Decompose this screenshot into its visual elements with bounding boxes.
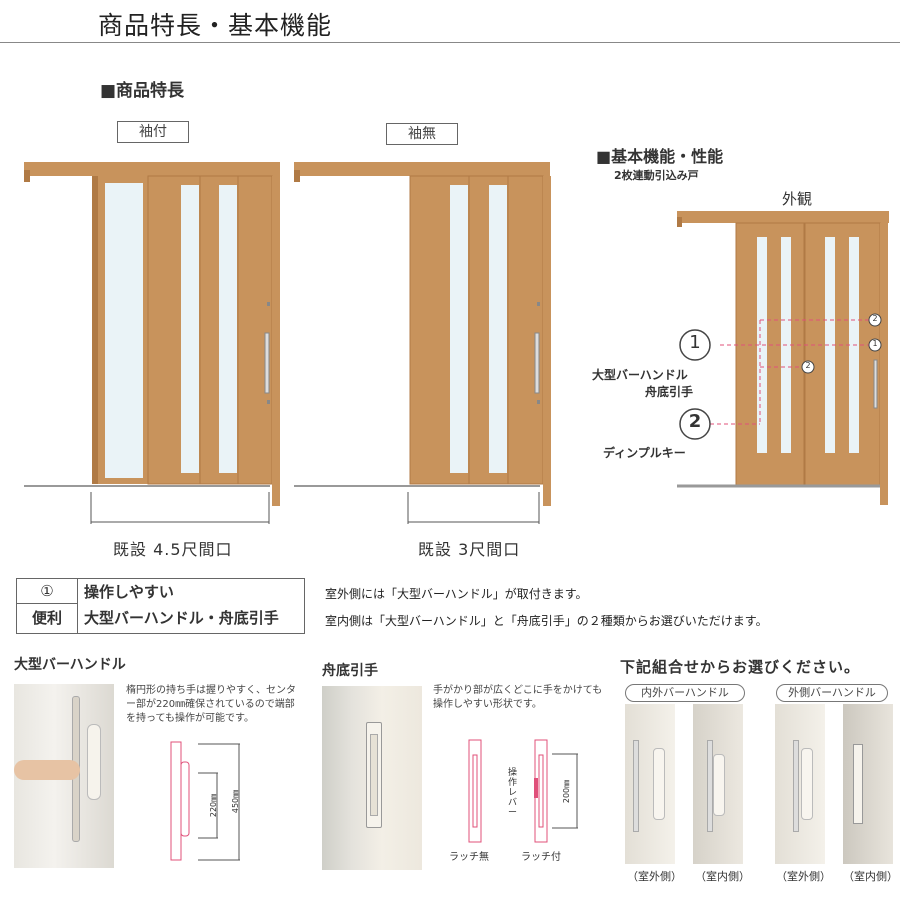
callout2-label: ディンプルキー [603,446,686,460]
basic-subheading: 2枚連動引込み戸 [614,169,699,182]
benefit-title1: 操作しやすい [84,583,174,601]
latch-none-label: ラッチ無 [449,852,489,863]
funazoko-desc: 手がかり部が広くどこに手をかけても操作しやすい形状です。 [433,685,603,710]
combo-cap-2: （室内側） [695,870,750,883]
tag-sodenashi: 袖無 [386,123,458,145]
funazoko-photo [322,686,422,870]
callout1-label2: 舟底引手 [645,385,694,399]
callout1-label: 大型バーハンドル [592,368,688,382]
bar-handle-desc: 楕円形の持ち手は握りやすく、センター部が220㎜確保されているので端部を持っても… [126,685,296,724]
combo-cap-3: （室外側） [776,870,831,883]
lever-label: 操作レバー [508,768,518,818]
funazoko-heading: 舟底引手 [322,663,378,679]
small-num-2a: 2 [872,314,878,323]
caption-sodenashi: 既設 3尺間口 [418,540,521,559]
callout-num-1: 1 [689,332,701,353]
pill-sotogawa-bar: 外側バーハンドル [776,684,888,702]
callout-num-2: 2 [688,411,702,432]
basic-heading: ■基本機能・性能 [596,147,724,166]
latch-with-label: ラッチ付 [521,852,561,863]
combo-cap-1: （室外側） [627,870,682,883]
tag-sodetsuki: 袖付 [117,121,189,143]
combo-cap-4: （室内側） [843,870,898,883]
exterior-label: 外観 [782,190,813,208]
bar-handle-heading: 大型バーハンドル [14,657,126,673]
pill-uchisoto-bar: 内外バーハンドル [625,684,745,702]
benefit-icon-label: 便利 [31,609,62,627]
combo-photo-1 [625,704,675,864]
title-rule [0,42,900,43]
combo-heading: 下記組合せからお選びください。 [620,658,861,676]
page-title: 商品特長・基本機能 [98,11,333,40]
benefit-box: ① 便利 [16,578,78,634]
features-heading: ■商品特長 [100,81,185,101]
dim-200: 200㎜ [562,779,572,804]
benefit-desc2: 室内側は「大型バーハンドル」と「舟底引手」の２種類からお選びいただけます。 [325,614,768,628]
benefit-desc1: 室外側には「大型バーハンドル」が取付きます。 [325,587,588,601]
small-num-2b: 2 [805,361,811,370]
combo-photo-2 [693,704,743,864]
benefit-title-box: 操作しやすい 大型バーハンドル・舟底引手 [76,578,305,634]
benefit-title2: 大型バーハンドル・舟底引手 [84,609,279,627]
top-rail [24,162,280,176]
combo-photo-4 [843,704,893,864]
benefit-icon-num: ① [17,579,77,604]
combo-photo-3 [775,704,825,864]
caption-sodetsuki: 既設 4.5尺間口 [113,540,233,559]
bar-handle-photo [14,684,114,868]
small-num-1: 1 [872,339,878,348]
